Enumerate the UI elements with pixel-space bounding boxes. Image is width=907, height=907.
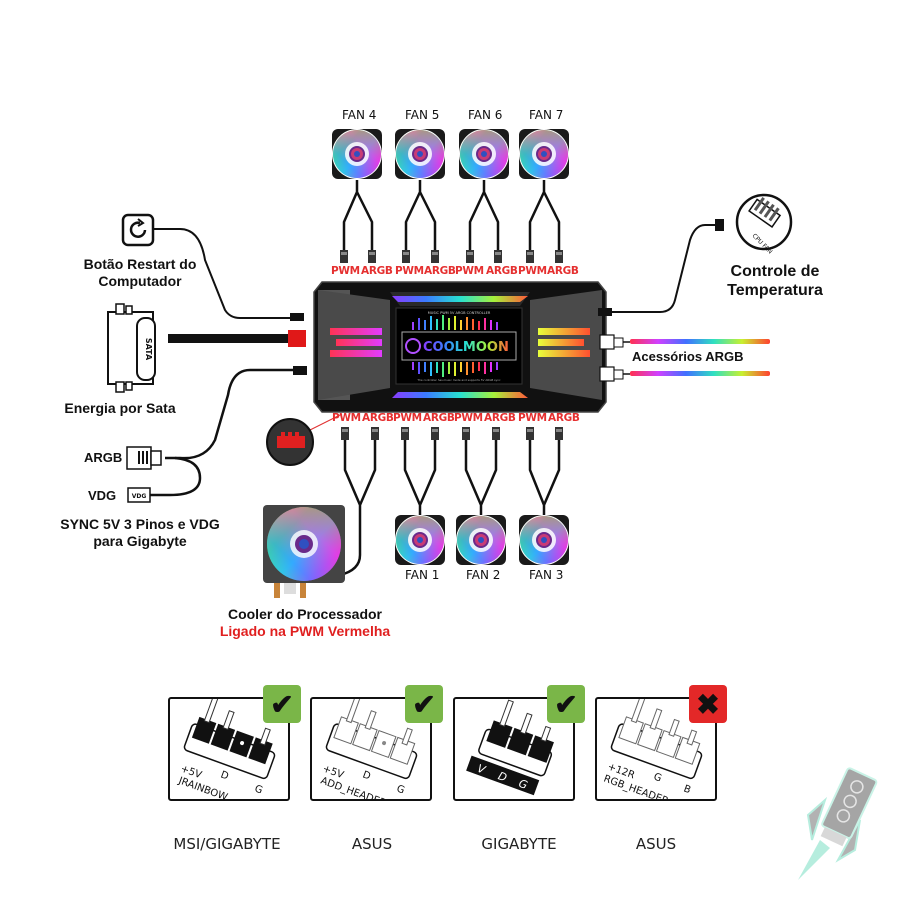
svg-text:G: G xyxy=(517,777,529,792)
cpu-fan-header-icon: CPU FAN xyxy=(735,193,793,256)
bottom-fan-cables xyxy=(339,438,561,577)
fan-1-label: FAN 1 xyxy=(405,568,440,582)
cooler-note: Ligado na PWM Vermelha xyxy=(219,622,391,639)
svg-text:G: G xyxy=(253,783,264,796)
fan-6-label: FAN 6 xyxy=(468,108,503,122)
top-plugs xyxy=(340,250,563,263)
brand-label: ASUS xyxy=(635,835,677,853)
brand-label: GIGABYTE xyxy=(481,835,557,853)
svg-text:D: D xyxy=(219,769,230,782)
bottom-plugs xyxy=(341,427,563,440)
rocket-logo-icon xyxy=(798,767,878,880)
sata-power-label: Energia por Sata xyxy=(64,400,176,416)
vdg-header-icon: V D G xyxy=(466,699,554,796)
controller-hub: COOLMOON MUSIC PWM 5V ARGB CONTROLLER Th… xyxy=(313,281,607,413)
unsupported-x-icon: ✖ xyxy=(689,685,727,723)
cooler-label: Cooler do Processador Ligado na PWM Verm… xyxy=(190,606,420,640)
moon-logo-icon xyxy=(405,338,421,354)
pwm-red-connector-zoom xyxy=(266,413,343,466)
controller-footnote: The controller has music mode and suppor… xyxy=(416,378,501,382)
brand-label: MSI/GIGABYTE xyxy=(173,835,281,853)
header-card-asus-rgb: +12R G B RGB_HEADER xyxy=(595,695,717,807)
vdg-plug-icon: VDG xyxy=(127,487,151,503)
add-header-icon: +5V D G ADD_HEADER xyxy=(319,695,418,809)
supported-check-icon: ✔ xyxy=(547,685,585,723)
fan-5-image xyxy=(395,129,445,179)
svg-text:D: D xyxy=(361,769,372,782)
fan-7-label: FAN 7 xyxy=(529,108,564,122)
supported-check-icon: ✔ xyxy=(263,685,301,723)
fan-3-image xyxy=(519,515,569,565)
svg-text:G: G xyxy=(652,771,663,784)
svg-text:VDG: VDG xyxy=(132,493,147,500)
cpu-cooler-image xyxy=(263,505,345,598)
argb-label: ARGB xyxy=(84,450,123,465)
supported-check-icon: ✔ xyxy=(405,685,443,723)
argb-accessories-label: Acessórios ARGB xyxy=(632,349,744,364)
restart-button-icon xyxy=(121,213,155,247)
fan-4-label: FAN 4 xyxy=(342,108,377,122)
svg-text:D: D xyxy=(496,769,508,784)
sata-connector-icon: SATA xyxy=(107,303,156,393)
controller-subtitle: MUSIC PWM 5V ARGB CONTROLLER xyxy=(428,311,491,315)
sata-plug-text: SATA xyxy=(144,338,153,361)
sata-red-plug xyxy=(288,330,306,347)
argb-strip-1 xyxy=(599,334,770,350)
equalizer-bottom xyxy=(412,362,498,377)
svg-text:G: G xyxy=(395,783,406,796)
jrainbow-header-icon: +5V D G JRAINBOW xyxy=(176,695,276,803)
fan-3-label: FAN 3 xyxy=(529,568,564,582)
vdg-label: VDG xyxy=(88,488,117,503)
fan-5-label: FAN 5 xyxy=(405,108,440,122)
argb-plug-icon xyxy=(126,446,162,470)
fan-1-image xyxy=(395,515,445,565)
header-card-msi-gigabyte: +5V D G JRAINBOW xyxy=(168,695,290,803)
fan-4-image xyxy=(332,129,382,179)
fan-6-image xyxy=(459,129,509,179)
svg-text:B: B xyxy=(682,783,692,796)
brand-label: ASUS xyxy=(351,835,393,853)
header-card-gigabyte-vdg: V D G xyxy=(453,697,575,801)
equalizer-top xyxy=(412,315,498,330)
argb-strip-2 xyxy=(599,366,770,382)
svg-text:ADD_HEADER: ADD_HEADER xyxy=(319,775,388,799)
fan-2-image xyxy=(456,515,506,565)
top-fan-group xyxy=(342,180,561,252)
fan-2-label: FAN 2 xyxy=(466,568,501,582)
fan-7-image xyxy=(519,129,569,179)
header-card-asus-add: +5V D G ADD_HEADER xyxy=(310,695,432,809)
controller-brand: COOLMOON xyxy=(423,340,509,355)
